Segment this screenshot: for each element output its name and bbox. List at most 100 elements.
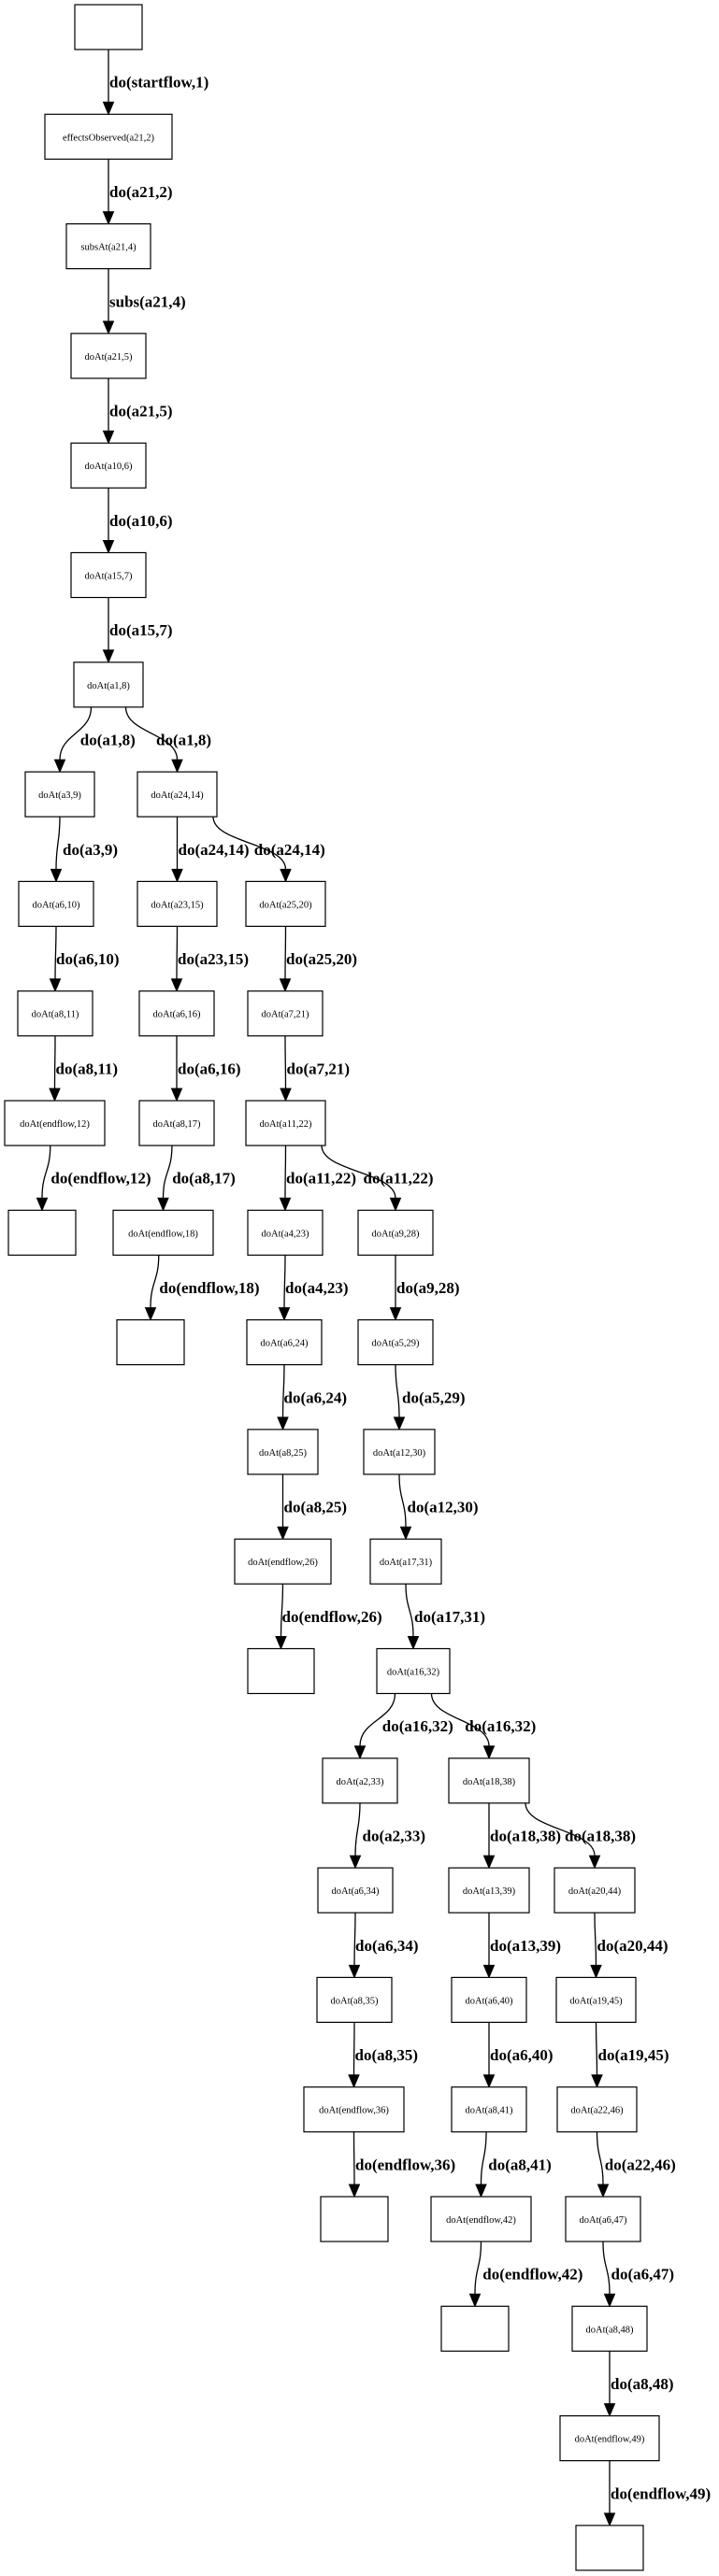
edge-line xyxy=(321,1145,396,1199)
edge-line xyxy=(283,1255,286,1308)
edge-label: do(a18,38) xyxy=(565,1827,636,1844)
graph-node: doAt(a8,17) xyxy=(138,1100,215,1146)
edge-line xyxy=(41,1145,51,1199)
edge-line xyxy=(284,926,287,979)
edge-label: do(a4,23) xyxy=(285,1279,349,1297)
edge-label: do(a2,33) xyxy=(363,1827,426,1844)
graph-edge: do(a18,38) xyxy=(525,1802,636,1870)
graph-edge: do(a16,32) xyxy=(353,1693,453,1760)
node-box xyxy=(70,551,147,599)
arrowhead-icon xyxy=(349,1855,362,1870)
graph-edge: do(endflow,42) xyxy=(468,2241,582,2308)
arrowhead-icon xyxy=(407,1636,420,1650)
edge-label: do(a16,32) xyxy=(465,1717,536,1735)
node-box xyxy=(320,2196,389,2242)
arrowhead-icon xyxy=(348,1964,361,1979)
graph-node: doAt(a8,48) xyxy=(571,2305,648,2352)
node-box xyxy=(4,1100,106,1146)
graph-node: doAt(a1,8) xyxy=(73,662,144,708)
graph-edge: do(a5,29) xyxy=(393,1364,466,1431)
graph-edge: do(a18,38) xyxy=(482,1802,561,1870)
graph-node: doAt(a6,10) xyxy=(18,880,94,928)
graph-edge: do(endflow,18) xyxy=(144,1255,260,1321)
node-box xyxy=(70,333,147,379)
arrowhead-icon xyxy=(275,1636,287,1650)
arrowhead-icon xyxy=(277,1526,289,1541)
arrowhead-icon xyxy=(591,2074,603,2088)
node-label: doAt(a25,20) xyxy=(259,900,312,910)
edge-line xyxy=(212,817,287,870)
graph-node: doAt(a20,44) xyxy=(554,1867,636,1914)
graph-node: doAt(endflow,26) xyxy=(234,1538,332,1585)
node-box xyxy=(116,1318,185,1366)
graph-edge: do(a24,14) xyxy=(212,817,325,883)
node-label: doAt(endflow,12) xyxy=(20,1119,90,1130)
edge-label: do(a8,11) xyxy=(56,1060,119,1077)
arrowhead-icon xyxy=(49,1088,61,1103)
graph-node: doAt(a6,34) xyxy=(317,1867,394,1914)
graph-node: effectsObserved(a21,2) xyxy=(44,113,173,160)
node-label: doAt(a4,23) xyxy=(261,1229,309,1239)
edge-label: do(a11,22) xyxy=(364,1170,434,1188)
node-label: doAt(a6,24) xyxy=(260,1339,309,1349)
graph-node: doAt(a5,29) xyxy=(357,1318,434,1366)
arrowhead-icon xyxy=(50,868,63,883)
node-box xyxy=(448,1867,530,1914)
edge-label: do(a22,46) xyxy=(605,2156,676,2173)
arrowhead-icon xyxy=(279,1197,292,1212)
edge-line xyxy=(594,1913,597,1966)
graph-edge: do(a6,16) xyxy=(170,1035,241,1103)
edge-line xyxy=(284,1145,287,1199)
node-box xyxy=(451,2086,527,2133)
node-label: doAt(a20,44) xyxy=(568,1886,622,1897)
edge-label: do(a24,14) xyxy=(179,841,250,859)
graph-edge: do(a6,40) xyxy=(482,2022,554,2088)
edge-line xyxy=(602,2241,611,2295)
arrowhead-icon xyxy=(482,1964,496,1979)
terminal-node xyxy=(575,2525,644,2571)
graph-node: doAt(a7,21) xyxy=(247,990,324,1037)
node-box xyxy=(112,1209,214,1256)
edge-line xyxy=(284,1035,287,1089)
arrowhead-icon xyxy=(348,2074,360,2088)
node-box xyxy=(565,2196,641,2242)
graph-edge: do(endflow,12) xyxy=(36,1145,151,1212)
edge-line xyxy=(398,1473,407,1528)
node-label: doAt(endflow,36) xyxy=(319,2106,389,2116)
edge-line xyxy=(53,1035,56,1089)
arrowhead-icon xyxy=(102,211,115,225)
graph-edge: do(a1,8) xyxy=(53,706,136,774)
edge-label: do(startflow,1) xyxy=(109,74,209,92)
arrowhead-icon xyxy=(279,978,292,992)
node-box xyxy=(451,1976,527,2023)
graph-node: doAt(a18,38) xyxy=(448,1758,530,1804)
edge-label: do(a17,31) xyxy=(414,1608,485,1626)
graph-node: doAt(endflow,49) xyxy=(559,2415,660,2462)
node-label: doAt(a5,29) xyxy=(371,1339,420,1349)
node-label: doAt(a16,32) xyxy=(387,1668,440,1678)
node-label: doAt(a8,11) xyxy=(32,1010,79,1020)
graph-edge: do(a15,7) xyxy=(102,597,173,664)
node-box xyxy=(575,2525,644,2571)
graph-edge: do(a12,30) xyxy=(398,1473,479,1541)
arrowhead-icon xyxy=(280,1088,292,1103)
arrowhead-icon xyxy=(389,1307,402,1321)
graph-node: doAt(a3,9) xyxy=(24,771,95,818)
node-label: doAt(a3,9) xyxy=(38,790,81,801)
edge-line xyxy=(281,1364,285,1417)
edge-line xyxy=(54,926,57,979)
graph-edge: do(endflow,26) xyxy=(275,1584,382,1650)
node-label: doAt(a12,30) xyxy=(373,1448,426,1459)
node-label: doAt(a6,34) xyxy=(331,1886,380,1897)
graph-node: doAt(a6,40) xyxy=(451,1976,527,2023)
node-box xyxy=(7,1209,77,1256)
graph-edge: do(endflow,49) xyxy=(603,2460,711,2527)
arrowhead-icon xyxy=(53,759,66,774)
node-label: doAt(a24,14) xyxy=(151,790,204,801)
terminal-node xyxy=(440,2305,510,2352)
edge-label: do(a1,8) xyxy=(156,731,211,748)
node-box xyxy=(316,1976,393,2023)
edge-line xyxy=(55,817,61,870)
graph-edge: do(a11,22) xyxy=(321,1145,434,1212)
